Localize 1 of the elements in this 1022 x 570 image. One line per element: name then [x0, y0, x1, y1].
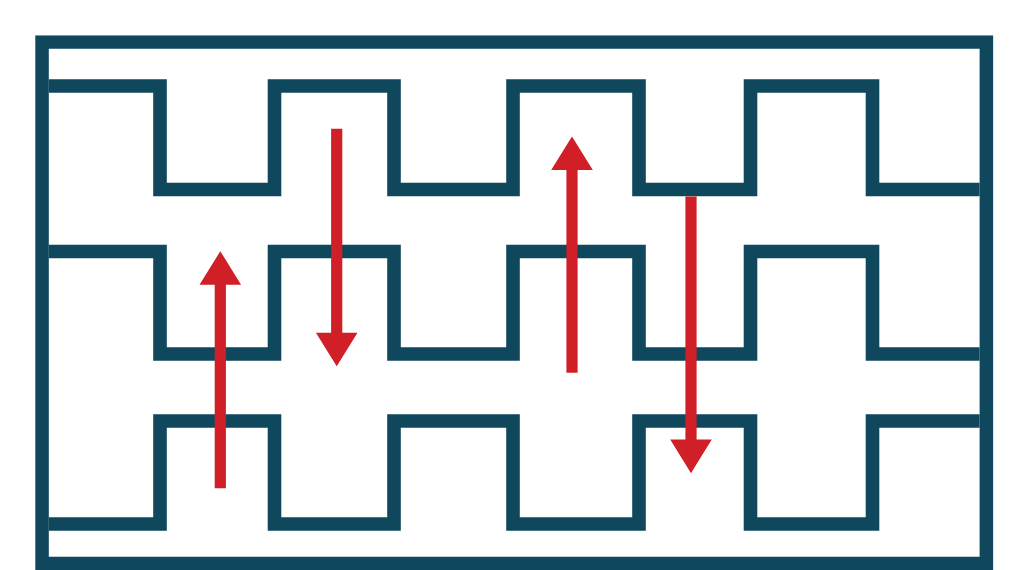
frame-box — [35, 35, 994, 570]
